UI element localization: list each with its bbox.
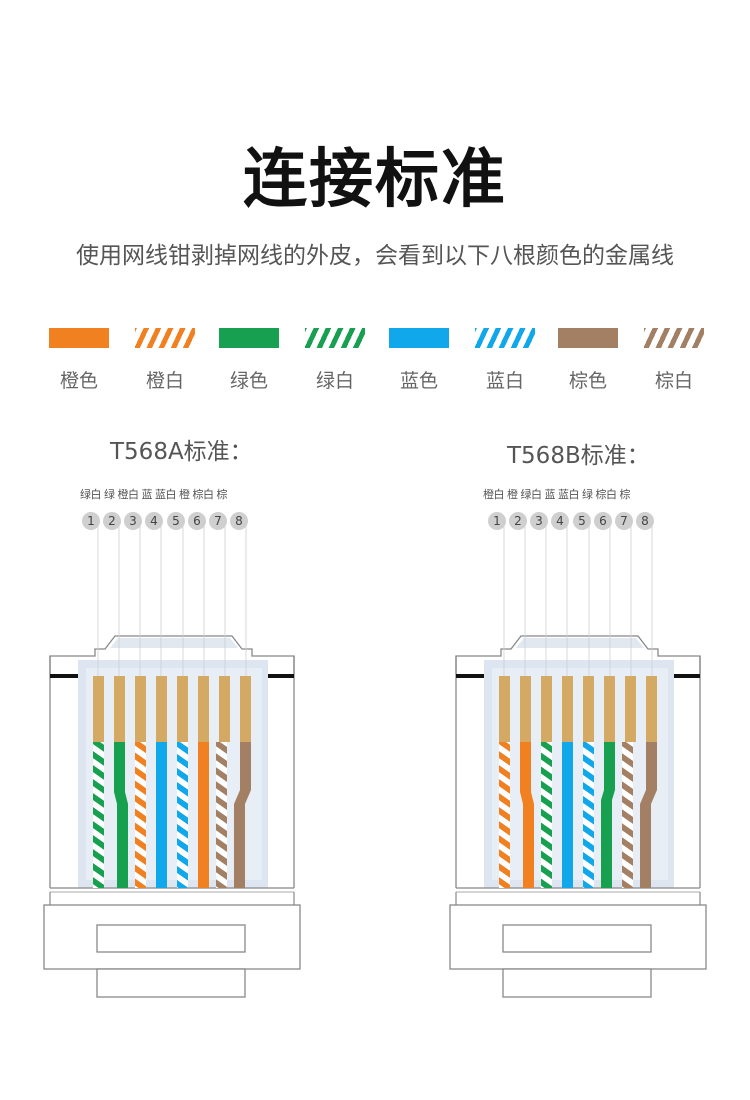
wire-green-white [541, 742, 552, 888]
legend-label: 橙白 [145, 370, 184, 392]
wire-brown [234, 742, 251, 888]
t568b-pin-numbers: 1 2 3 4 5 6 7 8 [488, 512, 658, 530]
t568b-connector [449, 520, 707, 998]
pin-number: 5 [167, 512, 185, 530]
t568a-pin-numbers: 1 2 3 4 5 6 7 8 [82, 512, 252, 530]
t568a-title: T568A标准： [110, 439, 253, 465]
pin-number: 4 [145, 512, 163, 530]
pin-number: 6 [594, 512, 612, 530]
wire-blue-white [583, 742, 594, 888]
wire-orange-white [499, 742, 510, 888]
legend-item-green-white: 绿白 [304, 328, 366, 393]
pin-number: 3 [530, 512, 548, 530]
legend-label: 绿白 [315, 370, 354, 392]
legend-item-blue: 蓝色 [388, 328, 450, 393]
pin-number: 1 [488, 512, 506, 530]
legend-item-orange: 橙色 [48, 328, 110, 393]
legend-label: 绿色 [229, 370, 268, 392]
page-title: 连接标准 [243, 143, 507, 217]
legend-item-brown-white: 棕白 [643, 328, 705, 393]
pin-number: 2 [103, 512, 121, 530]
legend-item-brown: 棕色 [557, 328, 619, 393]
green-striped-swatch [305, 328, 365, 348]
green-solid-swatch [219, 328, 279, 348]
orange-solid-swatch [49, 328, 109, 348]
brown-solid-swatch [558, 328, 618, 348]
wire-blue-white [177, 742, 188, 888]
legend-label: 蓝白 [485, 370, 524, 392]
pin-number: 5 [573, 512, 591, 530]
pin-number: 8 [636, 512, 654, 530]
t568a-pin-labels: 绿白 绿 橙白 蓝 蓝白 橙 棕白 棕 [80, 488, 227, 501]
pin-number: 7 [615, 512, 633, 530]
legend-label: 橙色 [59, 370, 98, 392]
legend-item-blue-white: 蓝白 [474, 328, 536, 393]
legend-item-orange-white: 橙白 [134, 328, 196, 393]
pin-number: 7 [209, 512, 227, 530]
page-subtitle: 使用网线钳剥掉网线的外皮，会看到以下八根颜色的金属线 [76, 243, 674, 269]
pin-number: 1 [82, 512, 100, 530]
pin-number: 6 [188, 512, 206, 530]
t568a-connector [43, 520, 301, 998]
orange-striped-swatch [135, 328, 195, 348]
wire-orange [520, 742, 534, 888]
pin-number: 3 [124, 512, 142, 530]
wire-brown-white [622, 742, 633, 888]
wire-orange-white [135, 742, 146, 888]
pin-number: 2 [509, 512, 527, 530]
wire-brown [640, 742, 657, 888]
blue-striped-swatch [475, 328, 535, 348]
legend-item-green: 绿色 [218, 328, 280, 393]
legend-label: 棕白 [654, 370, 693, 392]
t568b-title: T568B标准： [507, 443, 650, 469]
blue-solid-swatch [389, 328, 449, 348]
pin-number: 4 [551, 512, 569, 530]
t568b-pin-labels: 橙白 橙 绿白 蓝 蓝白 绿 棕白 棕 [483, 488, 630, 501]
legend-label: 蓝色 [399, 370, 438, 392]
legend-label: 棕色 [568, 370, 607, 392]
wire-blue [562, 742, 573, 888]
pin-number: 8 [230, 512, 248, 530]
brown-striped-swatch [644, 328, 704, 348]
wire-blue [156, 742, 167, 888]
wire-green [114, 742, 128, 888]
wire-brown-white [216, 742, 227, 888]
wire-green [601, 742, 615, 888]
wire-green-white [93, 742, 104, 888]
color-legend: 橙色 橙白 绿色 绿白 蓝色 蓝白 棕色 棕白 [48, 328, 708, 398]
wire-orange [198, 742, 209, 888]
